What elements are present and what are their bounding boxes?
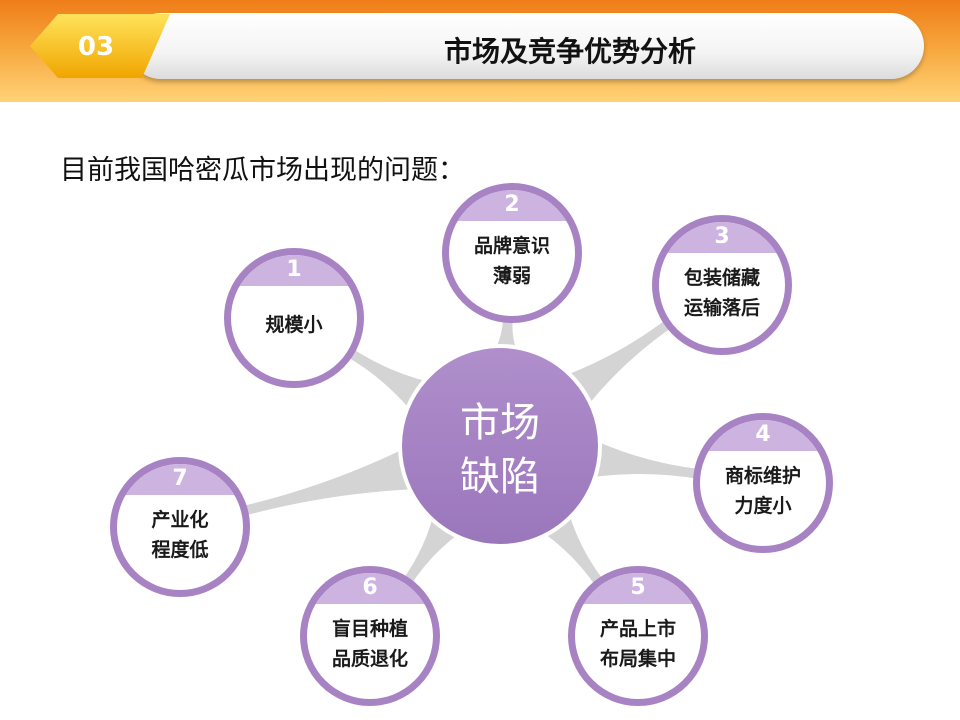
center-label: 市场 缺陷	[400, 396, 600, 504]
node-label-line2: 运输落后	[683, 297, 760, 319]
node-4	[693, 413, 833, 553]
nodes	[110, 183, 833, 706]
node-label-6: 盲目种植品质退化	[310, 614, 430, 674]
center-line-2: 缺陷	[460, 454, 540, 500]
node-label-7: 产业化程度低	[120, 505, 240, 565]
node-label-line1: 产业化	[151, 509, 209, 531]
connector-7	[240, 437, 439, 517]
center-line-1: 市场	[460, 400, 540, 446]
node-label-line1: 产品上市	[599, 618, 676, 640]
subtitle: 目前我国哈密瓜市场出现的问题：	[60, 155, 465, 186]
node-label-line2: 程度低	[151, 539, 209, 561]
title-bar	[128, 13, 924, 79]
node-label-line1: 盲目种植	[331, 618, 408, 640]
node-label-5: 产品上市布局集中	[578, 614, 698, 674]
node-number-7: 7	[172, 466, 188, 491]
section-badge	[30, 14, 170, 78]
node-label-line2: 薄弱	[492, 265, 531, 287]
node-label-3: 包装储藏运输落后	[662, 263, 782, 323]
node-label-4: 商标维护力度小	[703, 461, 823, 521]
node-number-6: 6	[362, 575, 378, 600]
section-number: 03	[77, 32, 115, 62]
center-circle	[398, 344, 602, 548]
node-label-line1: 品牌意识	[473, 235, 550, 257]
node-label-line1: 规模小	[265, 314, 323, 336]
node-label-line2: 力度小	[734, 495, 792, 517]
node-label-line1: 商标维护	[724, 465, 801, 487]
node-6	[300, 566, 440, 706]
node-number-1: 1	[286, 257, 302, 282]
node-number-3: 3	[714, 224, 730, 249]
page-title: 市场及竞争优势分析	[443, 35, 696, 68]
node-number-5: 5	[630, 575, 646, 600]
node-label-line2: 品质退化	[331, 648, 408, 670]
node-label-line1: 包装储藏	[683, 267, 760, 289]
node-number-4: 4	[755, 422, 771, 447]
node-label-2: 品牌意识薄弱	[452, 231, 572, 291]
node-label-1: 规模小	[234, 310, 354, 340]
node-label-line2: 布局集中	[599, 648, 676, 670]
node-number-2: 2	[504, 192, 520, 217]
